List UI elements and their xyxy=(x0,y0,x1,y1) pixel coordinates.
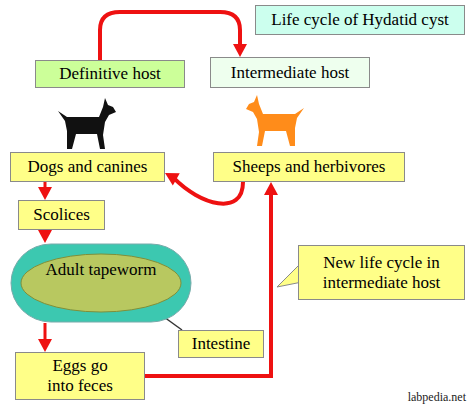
node-text: Intestine xyxy=(192,334,251,354)
tapeworm-outline xyxy=(10,243,192,323)
diagram-title: Life cycle of Hydatid cyst xyxy=(271,10,449,30)
host-box: Definitive host xyxy=(35,60,185,88)
callout-box: New life cycle in intermediate host xyxy=(298,245,465,300)
orange-dog-icon xyxy=(246,95,304,146)
node-text: New life cycle in intermediate host xyxy=(313,253,450,292)
arrow-head xyxy=(38,187,52,200)
node-text: Eggs go into feces xyxy=(43,356,117,395)
host-group-box: Sheeps and herbivores xyxy=(213,152,405,182)
intestine-outline xyxy=(11,244,191,322)
arrow-head xyxy=(233,44,247,57)
host-box: Intermediate host xyxy=(210,57,370,88)
black-dog-icon xyxy=(58,98,116,149)
stage-box: Eggs go into feces xyxy=(15,352,145,400)
callout-box: Intestine xyxy=(178,330,264,358)
arrow-head xyxy=(38,230,52,243)
stage-box: Scolices xyxy=(18,200,105,230)
arrow-head xyxy=(38,339,52,352)
node-text: Intermediate host xyxy=(231,63,350,83)
host-group-box: Dogs and canines xyxy=(10,152,165,182)
tapeworm-body xyxy=(21,254,181,312)
node-text: Sheeps and herbivores xyxy=(233,157,386,177)
cycle-arrow xyxy=(100,12,240,60)
arrow-head xyxy=(264,182,278,195)
node-text: Adult tapeworm xyxy=(46,260,157,279)
tapeworm-shape: Adult tapeworm xyxy=(10,243,192,323)
node-text: Scolices xyxy=(33,205,90,225)
title-box: Life cycle of Hydatid cyst xyxy=(255,5,465,35)
watermark: labpedia.net xyxy=(408,390,466,405)
node-text: Definitive host xyxy=(59,64,161,84)
node-text: Dogs and canines xyxy=(28,157,148,177)
arrow-head xyxy=(165,173,180,186)
